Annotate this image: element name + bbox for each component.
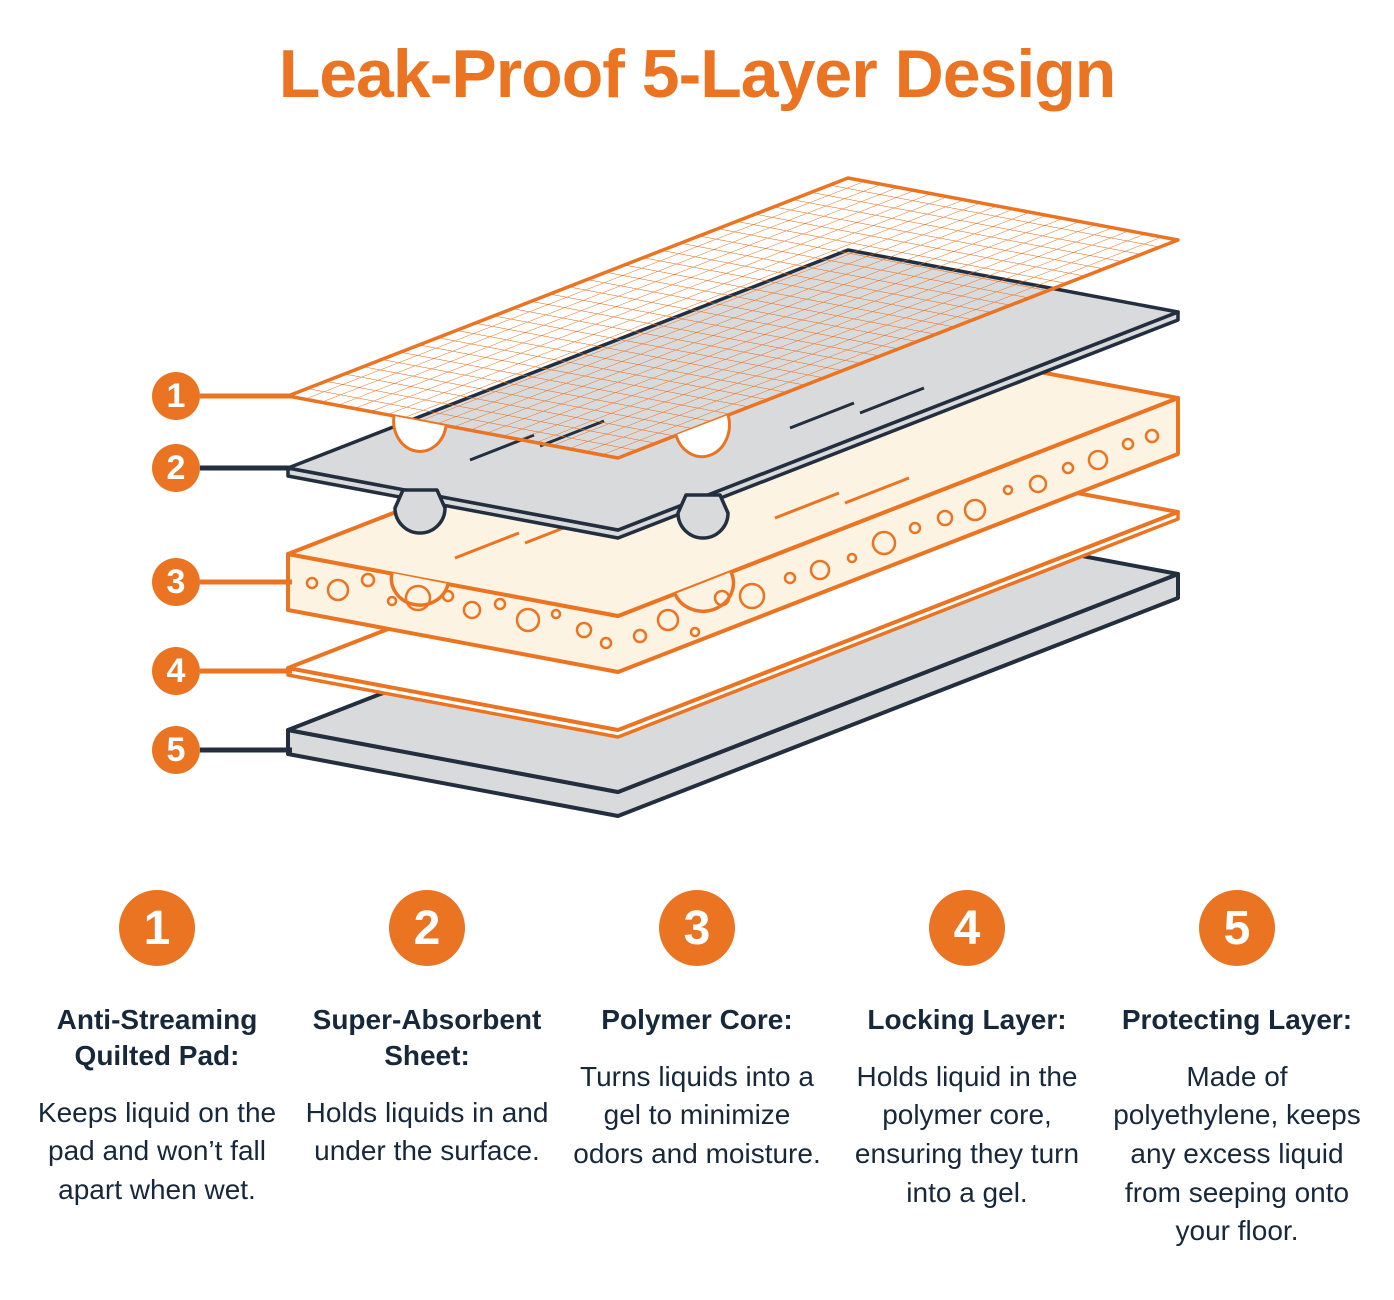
layer-description-3: Turns liquids into a gel to minimize odo… <box>573 1060 821 1170</box>
mesh-dip <box>674 414 731 459</box>
layer-heading-4: Locking Layer: <box>867 1004 1067 1035</box>
callout-number-3: 3 <box>167 563 186 601</box>
callout-badge-2 <box>152 444 200 492</box>
callout-number-5: 5 <box>167 731 186 769</box>
layer-description-4: Holds liquid in the polymer core, ensuri… <box>854 1060 1080 1208</box>
layer-description-5: Made of polyethylene, keeps any excess l… <box>1113 1060 1361 1247</box>
mesh-dip <box>392 415 448 453</box>
layer-heading-5: Protecting Layer: <box>1121 1004 1353 1035</box>
layer-column-2: 2 Super-Absorbent Sheet: Holds liquids i… <box>296 890 558 1251</box>
callout-number-1: 1 <box>167 377 186 415</box>
callout-badge-5 <box>152 726 200 774</box>
layer-number-badge-5: 5 <box>1199 890 1275 966</box>
core-notch <box>673 571 736 613</box>
page-title: Leak-Proof 5-Layer Design <box>278 36 1117 112</box>
layer-number-4: 4 <box>953 901 981 955</box>
core-bubbles <box>305 428 1160 650</box>
exploded-layer-diagram: 1 2 3 4 5 <box>0 148 1394 868</box>
layer-heading-3: Polymer Core: <box>601 1004 793 1035</box>
layer-number-1: 1 <box>143 901 171 955</box>
layer-1-quilted-mesh <box>286 176 1180 460</box>
layer-number-3: 3 <box>683 901 711 955</box>
absorb-funnel <box>676 493 730 540</box>
layer-heading-2: Super-Absorbent Sheet: <box>312 1004 542 1071</box>
layer-heading-1: Anti-Streaming Quilted Pad: <box>56 1004 258 1071</box>
layer-number-badge-4: 4 <box>929 890 1005 966</box>
layer-diagram-svg: 1 2 3 4 5 <box>152 176 1180 818</box>
callout-lines <box>200 393 292 753</box>
layer-description-2: Holds liquids in and under the surface. <box>305 1096 549 1167</box>
layer-description-1: Keeps liquid on the pad and won’t fall a… <box>37 1096 277 1205</box>
layer-column-3: 3 Polymer Core: Turns liquids into a gel… <box>566 890 828 1251</box>
layer-column-4: 4 Locking Layer: Holds liquid in the pol… <box>836 890 1098 1251</box>
core-surface-marks <box>454 476 910 560</box>
callout-badges: 1 2 3 4 5 <box>152 372 200 774</box>
layer-number-2: 2 <box>413 901 441 955</box>
header: Leak-Proof 5-Layer Design <box>0 0 1394 148</box>
layer-column-1: 1 Anti-Streaming Quilted Pad: Keeps liqu… <box>26 890 288 1251</box>
callout-badge-4 <box>152 647 200 695</box>
callout-badge-1 <box>152 372 200 420</box>
callout-badge-3 <box>152 558 200 606</box>
layer-descriptions: 1 Anti-Streaming Quilted Pad: Keeps liqu… <box>0 868 1394 1251</box>
callout-number-4: 4 <box>167 652 186 690</box>
layer-number-badge-1: 1 <box>119 890 195 966</box>
layer-number-badge-3: 3 <box>659 890 735 966</box>
layer-column-5: 5 Protecting Layer: Made of polyethylene… <box>1106 890 1368 1251</box>
callout-number-2: 2 <box>167 449 186 487</box>
layer-number-badge-2: 2 <box>389 890 465 966</box>
absorb-funnel <box>393 488 447 535</box>
layer-number-5: 5 <box>1223 901 1251 955</box>
